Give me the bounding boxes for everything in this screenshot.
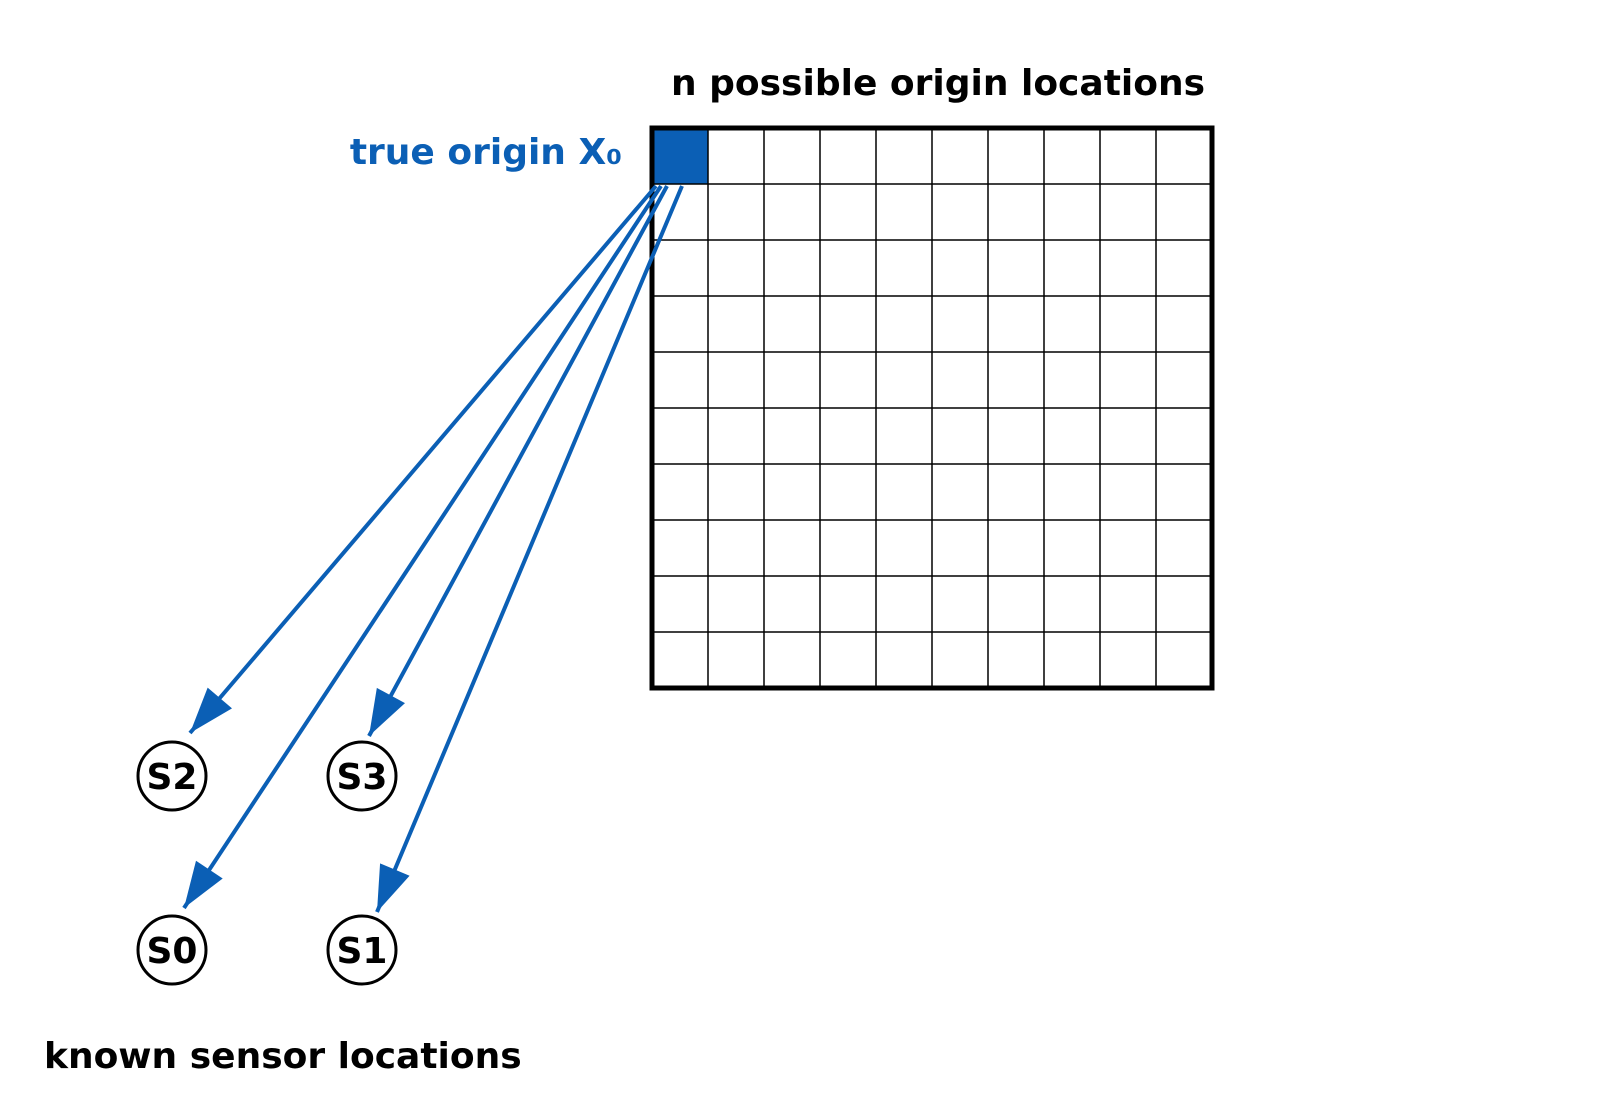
arrow-to-s0	[182, 184, 663, 910]
sensor-label: S3	[337, 757, 388, 798]
arrow-to-s2	[188, 184, 658, 735]
sensor-circle	[136, 914, 208, 986]
arrowhead-s1	[377, 863, 410, 912]
origin-grid	[649, 125, 1215, 691]
sensor-nodes: S0 S1 S2 S3	[136, 740, 398, 986]
arrowhead-s2	[190, 687, 233, 733]
footer-label: known sensor locations	[44, 1036, 522, 1077]
sensor-label: S2	[147, 757, 198, 798]
true-origin-cell	[652, 128, 708, 184]
sensor-circle	[136, 740, 208, 812]
sensor-label: S1	[337, 931, 388, 972]
sensor-s1: S1	[326, 914, 398, 986]
sensor-s0: S0	[136, 914, 208, 986]
propagation-arrows	[182, 184, 684, 913]
sensor-s2: S2	[136, 740, 208, 812]
arrowhead-s3	[369, 687, 405, 736]
grid-border	[649, 125, 1215, 691]
sensor-s3: S3	[326, 740, 398, 812]
sensor-label: S0	[147, 931, 198, 972]
arrow-to-s3	[367, 185, 669, 737]
sensor-circle	[326, 914, 398, 986]
diagram-title: n possible origin locations	[671, 63, 1205, 104]
arrowhead-s0	[184, 860, 223, 908]
sensor-circle	[326, 740, 398, 812]
true-origin-label: true origin X₀	[350, 132, 622, 173]
arrow-to-s1	[375, 185, 684, 913]
